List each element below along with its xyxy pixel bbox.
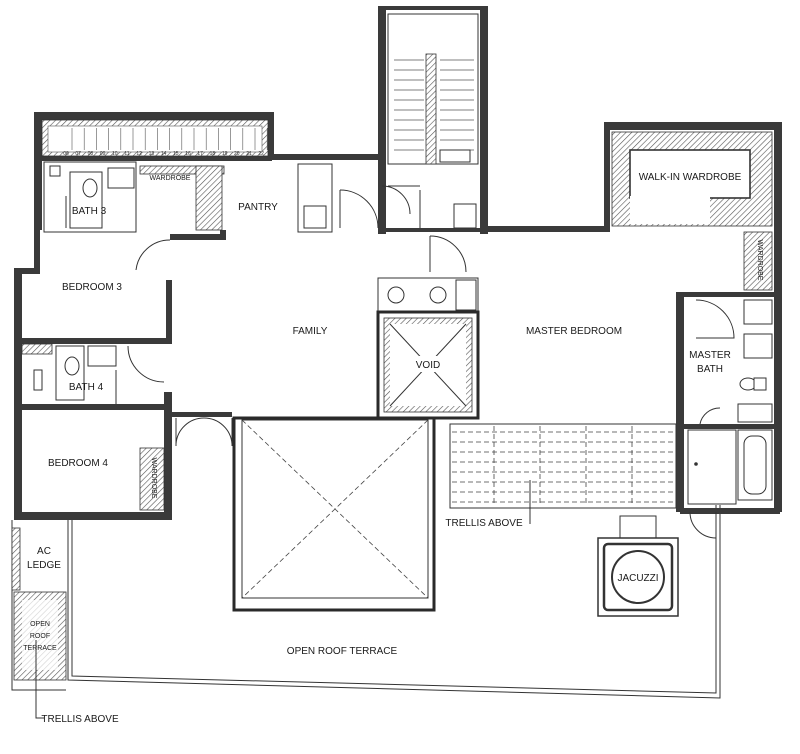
stair-tower [381,13,479,229]
void: VOID [376,277,480,420]
stair-top-left [41,119,269,157]
small-terrace-label-line2: ROOF [30,633,50,640]
wardrobe-right: WARDROBE [743,231,773,291]
stair-step-number: 17 [197,151,203,157]
void-label: VOID [416,360,440,371]
ac-ledge: AC LEDGE [11,527,61,591]
door-swings-entry [339,189,467,273]
trellis-left-label: TRELLIS ABOVE [41,714,119,725]
pantry-label: PANTRY [238,202,278,213]
walk-in-wardrobe-label: WALK-IN WARDROBE [639,172,742,183]
stair-numbers: 06 07 08 09 10 11 12 13 14 15 16 17 18 19 20 21 22 [63,128,268,157]
wardrobe-top-label: WARDROBE [150,175,191,182]
walk-in-wardrobe: WALK-IN WARDROBE [611,131,773,227]
master-bedroom: MASTER BEDROOM [526,326,622,337]
small-terrace-label-line1: OPEN [30,621,50,628]
jacuzzi: JACUZZI [597,515,679,617]
wardrobe-left-label: WARDROBE [150,458,157,499]
stair-step-number: 18 [210,151,216,157]
stair-step-number: 19 [222,151,228,157]
stair-step-number: 22 [258,151,264,157]
stair-step-number: 09 [100,151,106,157]
bedroom-4: WARDROBE BEDROOM 4 [48,447,165,511]
roof-opening [232,416,436,612]
bath-3-label: BATH 3 [72,206,107,217]
family: FAMILY [293,326,328,337]
stair-step-number: 12 [136,151,142,157]
stair-step-number: 06 [63,151,69,157]
bedroom-3-label: BEDROOM 3 [62,282,122,293]
master-bedroom-label: MASTER BEDROOM [526,326,622,337]
trellis-center-label: TRELLIS ABOVE [445,518,523,529]
jacuzzi-label: JACUZZI [617,573,658,584]
ac-ledge-label-line1: AC [37,546,51,557]
stair-step-number: 11 [124,151,129,157]
master-bath-label-line1: MASTER [689,350,731,361]
stair-step-number: 15 [173,151,179,157]
stair-step-number: 14 [161,151,167,157]
pantry: PANTRY [238,163,333,233]
stair-step-number: 07 [75,151,81,157]
open-roof-terrace-label: OPEN ROOF TERRACE [287,646,398,657]
bedroom-3: BEDROOM 3 [62,239,171,293]
family-label: FAMILY [293,326,328,337]
bedroom-4-label: BEDROOM 4 [48,458,108,469]
small-terrace-label-line3: TERRACE [23,645,57,652]
stair-step-number: 10 [112,151,118,157]
stair-step-number: 20 [234,151,240,157]
master-bath: MASTER BATH [687,299,773,539]
bath-4: BATH 4 [21,343,165,404]
wardrobe-top: WARDROBE [139,165,225,231]
family-terrace-doors [175,417,233,446]
bath-4-label: BATH 4 [69,382,104,393]
small-terrace: OPEN ROOF TERRACE TRELLIS ABOVE [13,591,119,725]
stair-step-number: 16 [185,151,191,157]
trellis: TRELLIS ABOVE [445,423,677,529]
open-roof-terrace: OPEN ROOF TERRACE [287,646,398,657]
stair-step-number: 13 [149,151,155,157]
bath-3: BATH 3 [43,161,137,233]
master-bath-label-line2: BATH [697,364,723,375]
exterior-walls [14,6,782,520]
stair-step-number: 08 [88,151,94,157]
wardrobe-right-label: WARDROBE [756,240,763,281]
ac-ledge-label-line2: LEDGE [27,560,61,571]
stair-step-number: 21 [246,151,252,157]
